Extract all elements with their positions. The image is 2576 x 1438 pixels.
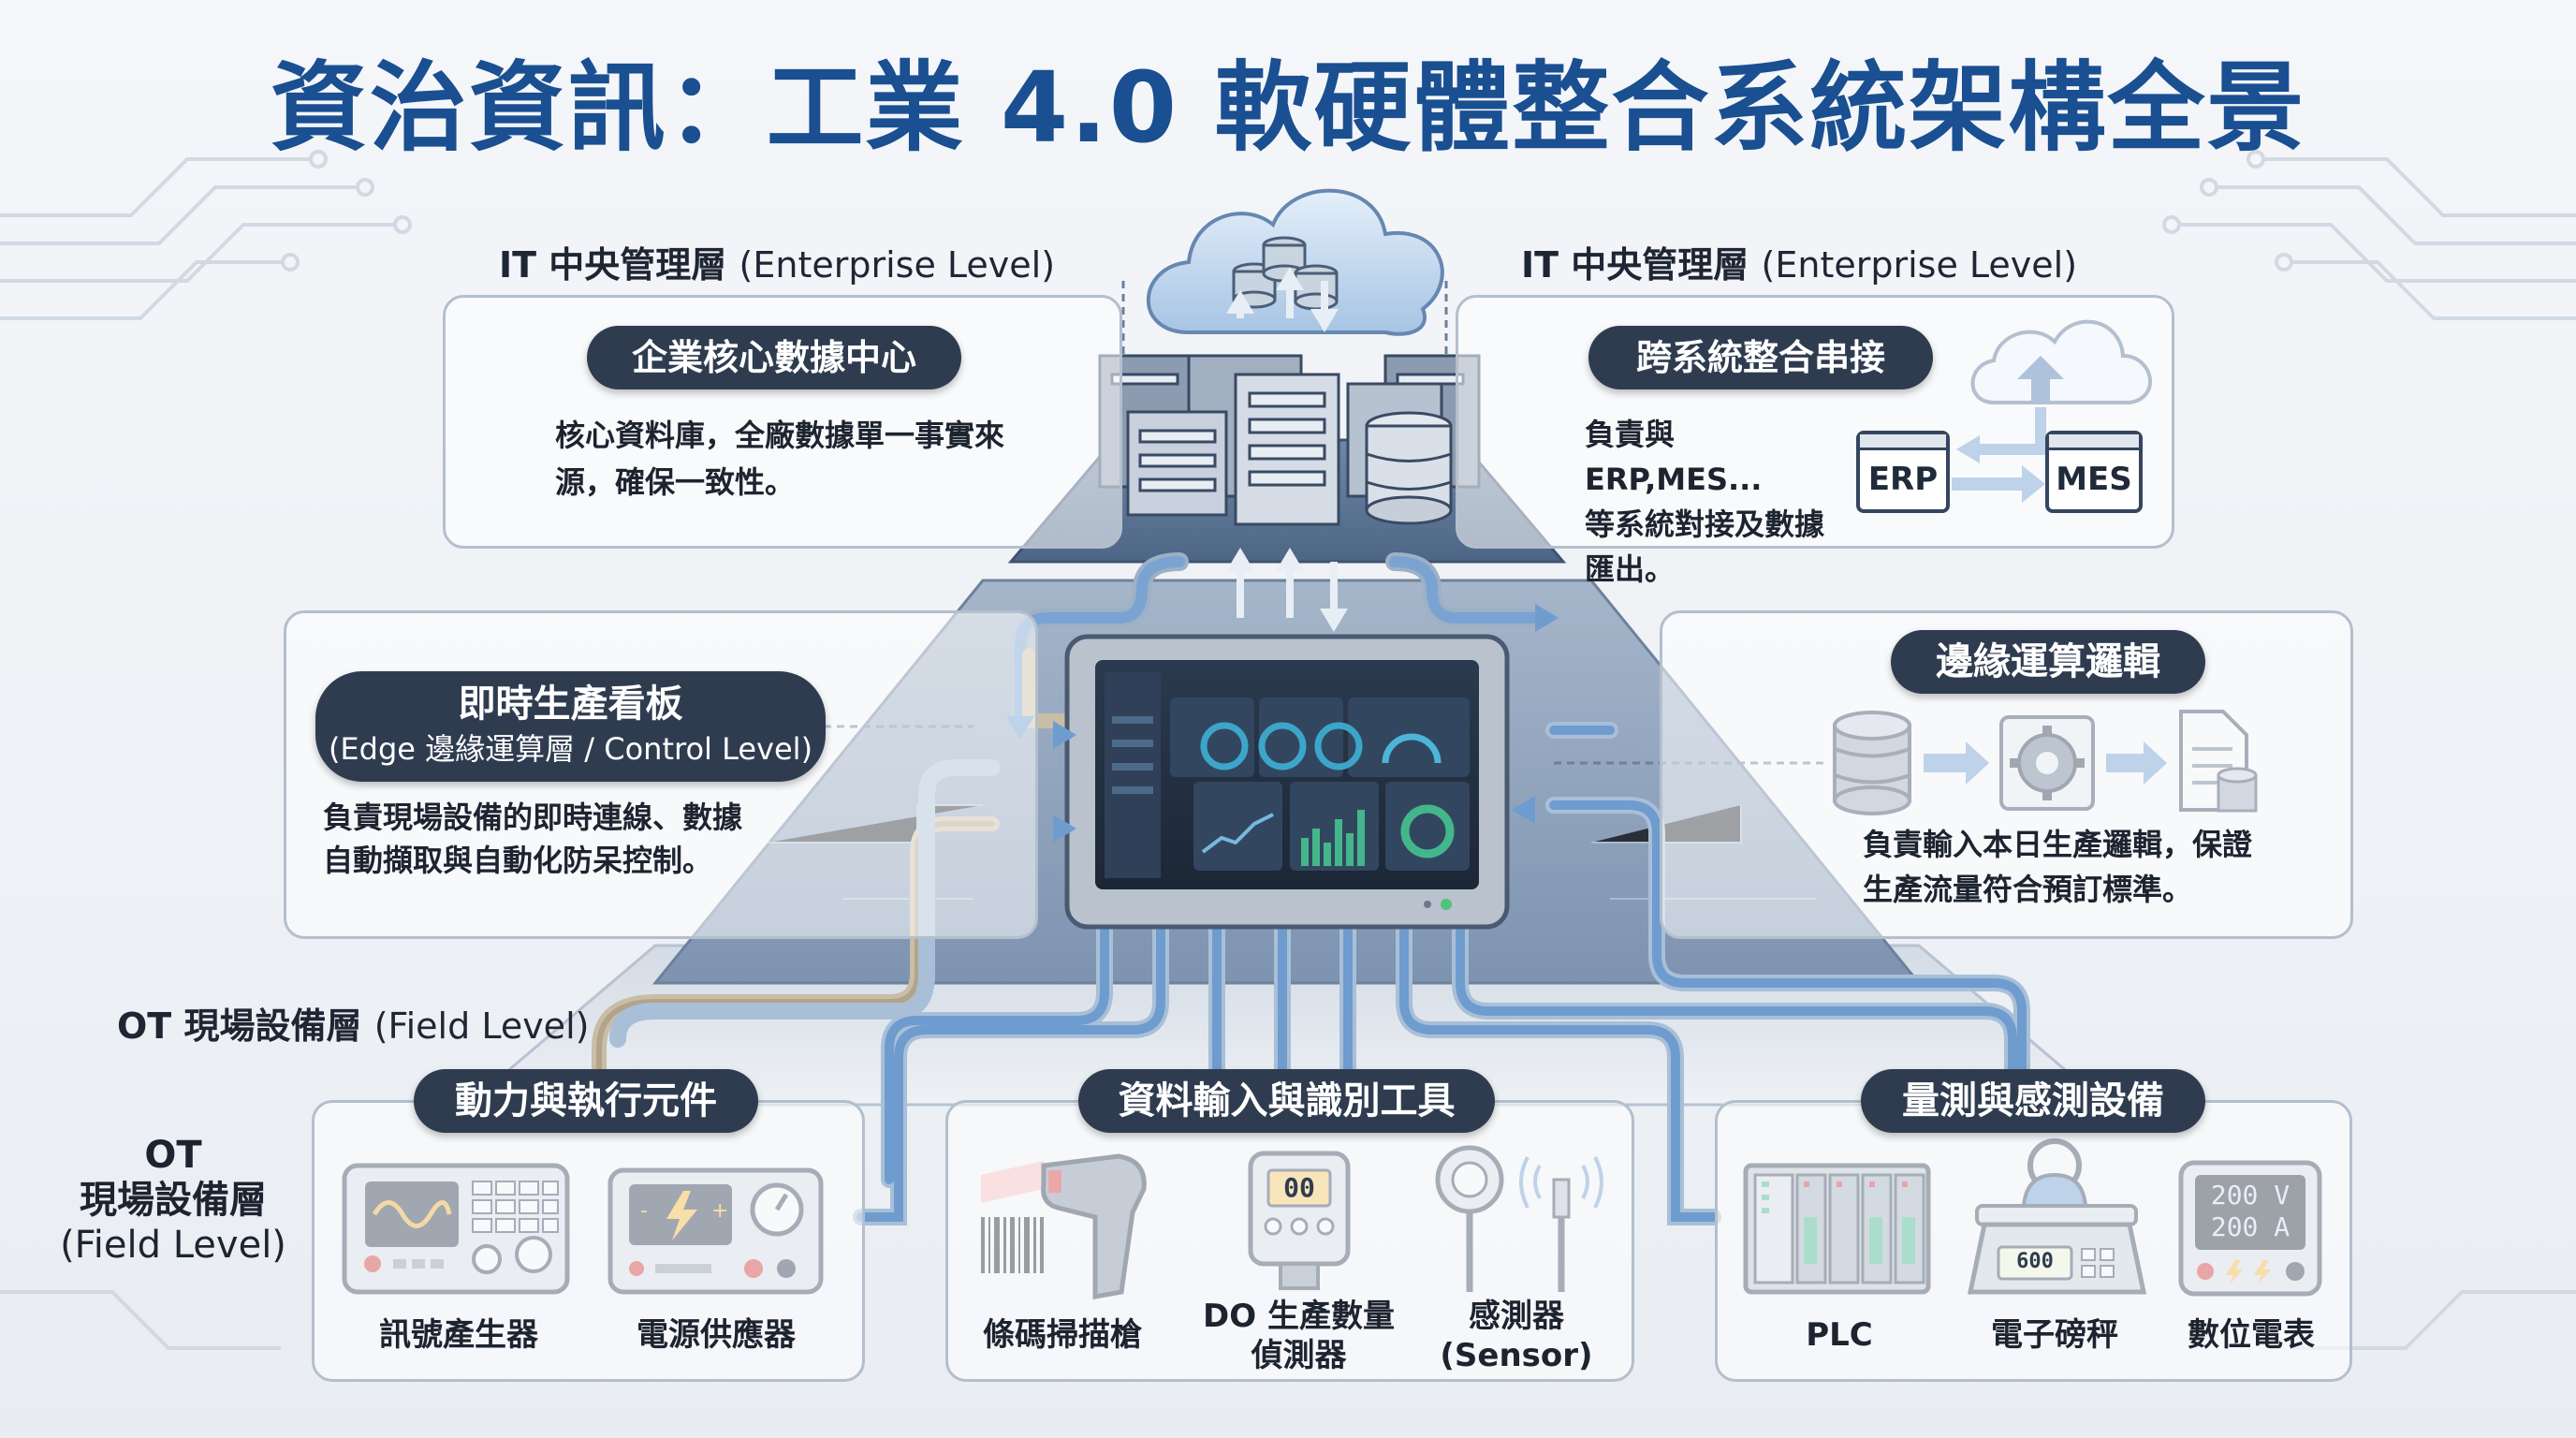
desc-line: 核心資料庫，全廠數據單一事實來 <box>555 418 1005 453</box>
ot-layer-label-zh: OT 現場設備層 <box>117 1005 362 1047</box>
plc-label: PLC <box>1806 1316 1873 1354</box>
it-layer-label-right: IT 中央管理層 (Enterprise Level) <box>1521 236 2077 287</box>
mes-label: MES <box>2056 461 2132 498</box>
it-layer-label-left-zh: IT 中央管理層 <box>499 244 727 286</box>
erp-system-box: ERP <box>1856 431 1950 513</box>
field-group-input-tools-panel <box>945 1100 1634 1382</box>
desc-line: 負責現場設備的即時連線、數據 <box>323 800 743 835</box>
do-counter-label: DO 生產數量 偵測器 <box>1203 1298 1395 1374</box>
dashboard-monitor-icon <box>1064 634 1510 930</box>
sensor-label: 感測器 (Sensor) <box>1440 1298 1593 1374</box>
system-integration-pill: 跨系統整合串接 <box>1588 326 1933 389</box>
realtime-dashboard-title: 即時生產看板 <box>458 682 683 726</box>
ot-layer-label-en: (Field Level) <box>373 1005 590 1047</box>
field-group-actuators-pill: 動力與執行元件 <box>414 1069 758 1133</box>
desc-line: 生產流量符合預訂標準。 <box>1863 872 2193 907</box>
realtime-dashboard-pill: 即時生產看板 (Edge 邊緣運算層 / Control Level) <box>315 671 826 782</box>
it-layer-label-right-en: (Enterprise Level) <box>1761 244 2078 286</box>
server-rack-icons <box>1098 354 1481 526</box>
it-layer-label-left-en: (Enterprise Level) <box>739 244 1056 286</box>
circuit-decoration <box>0 150 2576 1350</box>
edge-logic-pill: 邊緣運算邏輯 <box>1891 630 2205 694</box>
it-layer-label-left: IT 中央管理層 (Enterprise Level) <box>499 236 1055 287</box>
meter-voltage: 200 V <box>2210 1180 2291 1211</box>
mes-system-box: MES <box>2045 431 2143 513</box>
ot-side-line: (Field Level) <box>60 1224 286 1267</box>
edge-logic-description: 負責輸入本日生產邏輯，保證 生產流量符合預訂標準。 <box>1863 822 2331 912</box>
scale-readout: 600 <box>2016 1250 2054 1273</box>
window-titlebar <box>2049 434 2139 450</box>
window-titlebar <box>1860 434 1946 450</box>
desc-line: 自動擷取與自動化防呆控制。 <box>323 843 713 878</box>
meter-current: 200 A <box>2210 1211 2291 1242</box>
desc-line: 匯出。 <box>1585 551 1676 587</box>
field-group-input-tools-pill: 資料輸入與識別工具 <box>1078 1069 1495 1133</box>
desc-line: 等系統對接及數據 <box>1585 506 1825 542</box>
power-supply-label: 電源供應器 <box>637 1316 796 1354</box>
realtime-dashboard-description: 負責現場設備的即時連線、數據 自動擷取與自動化防呆控制。 <box>323 796 997 882</box>
enterprise-data-center-description: 核心資料庫，全廠數據單一事實來 源，確保一致性。 <box>555 412 1089 506</box>
desc-line: 負責輸入本日生產邏輯，保證 <box>1863 827 2253 862</box>
ot-side-line: OT <box>144 1134 202 1177</box>
enterprise-data-center-pill: 企業核心數據中心 <box>587 326 961 389</box>
field-group-measurement-panel <box>1715 1100 2352 1382</box>
ot-side-line: 現場設備層 <box>80 1179 267 1222</box>
desc-line: 負責與ERP,MES... <box>1585 417 1763 497</box>
system-integration-description: 負責與ERP,MES... 等系統對接及數據 匯出。 <box>1585 412 1847 592</box>
signal-generator-label: 訊號產生器 <box>379 1316 538 1354</box>
edge-layer-subtitle: (Edge 邊緣運算層 / Control Level) <box>328 731 813 767</box>
digital-meter-label: 數位電表 <box>2188 1316 2315 1354</box>
meter-readout: 200 V 200 A <box>2195 1180 2305 1243</box>
cloud-icon <box>1121 188 1448 356</box>
ot-layer-label: OT 現場設備層 (Field Level) <box>117 997 589 1049</box>
it-layer-label-right-zh: IT 中央管理層 <box>1521 244 1749 286</box>
page-title: 資治資訊：工業 4.0 軟硬體整合系統架構全景 <box>270 51 2306 165</box>
ot-side-label: OT 現場設備層 (Field Level) <box>56 1133 290 1268</box>
field-group-measurement-pill: 量測與感測設備 <box>1861 1069 2205 1133</box>
barcode-scanner-label: 條碼掃描槍 <box>983 1316 1142 1354</box>
field-group-actuators-panel <box>312 1100 865 1382</box>
do-counter-readout: 00 <box>1283 1172 1315 1203</box>
desc-line: 源，確保一致性。 <box>555 464 796 500</box>
erp-label: ERP <box>1867 461 1939 498</box>
electronic-scale-label: 電子磅秤 <box>1991 1316 2118 1354</box>
